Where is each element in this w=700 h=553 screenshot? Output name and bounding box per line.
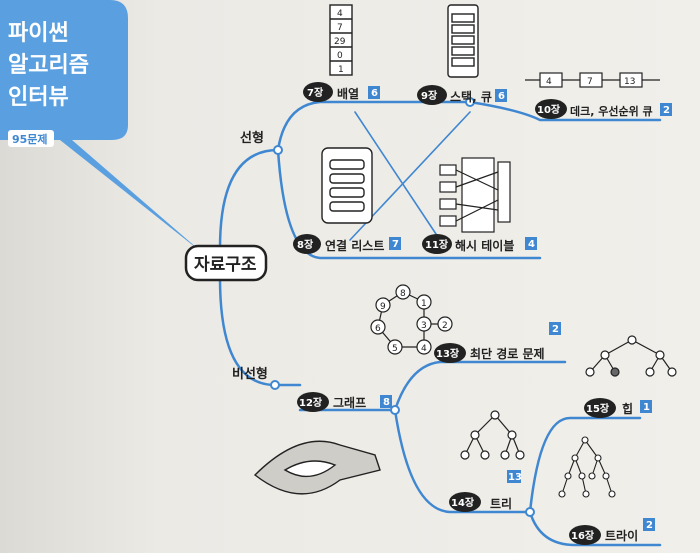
chapter-11-number: 11장 xyxy=(425,238,449,251)
chapter-16-node: 16장 트라이 2 xyxy=(569,518,655,545)
nonlinear-branch-label: 비선형 xyxy=(232,366,268,382)
graph-node-6: 5 xyxy=(392,344,398,354)
chapter-11-title: 해시 테이블 xyxy=(455,238,514,253)
array-illustration: 4 7 29 0 1 xyxy=(329,4,353,76)
array-cell-4: 1 xyxy=(338,65,344,75)
chapter-15-number: 15장 xyxy=(586,402,610,415)
chapter-10-node: 10장 데크, 우선순위 큐 2 xyxy=(535,99,672,119)
array-cell-1: 7 xyxy=(337,23,343,33)
deque-cell-2: 13 xyxy=(624,77,635,87)
chapter-8-number: 8장 xyxy=(297,238,314,251)
chapter-14-title: 트리 xyxy=(490,496,512,511)
book-title-line-1: 파이썬 xyxy=(8,21,69,46)
problem-count-tag: 95문제 xyxy=(12,132,48,146)
chapter-8-count: 7 xyxy=(392,239,399,250)
chapter-16-count: 2 xyxy=(646,520,653,531)
root-node: 자료구조 xyxy=(184,244,268,282)
chapter-15-title: 힙 xyxy=(622,401,633,416)
chapter-10-count: 2 xyxy=(663,105,670,116)
graph-node-4: 3 xyxy=(421,321,427,331)
chapter-15-node: 15장 힙 1 xyxy=(584,398,652,418)
chapter-9-title: 스택, 큐 xyxy=(450,89,492,104)
chapter-12-title: 그래프 xyxy=(333,395,366,410)
graph-node-2: 9 xyxy=(380,302,386,312)
linear-branch-label: 선형 xyxy=(240,130,264,146)
array-cell-3: 0 xyxy=(337,51,343,61)
deque-illustration: 4 7 13 xyxy=(525,72,660,88)
graph-node-7: 4 xyxy=(421,344,427,354)
chapter-14-count: 13 xyxy=(508,472,522,483)
chapter-7-count: 6 xyxy=(371,88,378,99)
stack-illustration xyxy=(447,4,479,78)
chapter-9-node: 9장 스택, 큐 6 xyxy=(417,85,507,105)
graph-node-3: 6 xyxy=(375,324,381,334)
book-title-line-3: 인터뷰 xyxy=(8,85,69,110)
junction-dots xyxy=(270,97,535,517)
root-label: 자료구조 xyxy=(194,255,257,275)
hash-table-illustration xyxy=(439,157,511,233)
book-title-line-2: 알고리즘 xyxy=(8,53,89,78)
graph-illustration: 8 1 9 6 3 2 5 4 xyxy=(370,284,453,355)
book-title-bubble: 파이썬 알고리즘 인터뷰 95문제 xyxy=(0,0,205,255)
chapter-10-title: 데크, 우선순위 큐 xyxy=(570,104,653,118)
graph-node-5: 2 xyxy=(442,321,448,331)
chapter-13-node: 13장 최단 경로 문제 2 xyxy=(434,322,561,363)
chapter-15-count: 1 xyxy=(643,402,650,413)
heap-illustration xyxy=(585,335,677,377)
deque-cell-1: 7 xyxy=(587,77,593,87)
bridges-illustration xyxy=(253,440,381,495)
graph-node-1: 1 xyxy=(421,299,427,309)
chapter-14-node: 14장 트리 13 xyxy=(449,470,522,512)
chapter-9-number: 9장 xyxy=(421,89,438,102)
chapter-11-count: 4 xyxy=(528,239,535,250)
chapter-9-count: 6 xyxy=(498,91,505,102)
chapter-7-number: 7장 xyxy=(307,86,324,99)
array-cell-0: 4 xyxy=(337,9,343,19)
trie-illustration xyxy=(558,436,616,498)
chapter-14-number: 14장 xyxy=(451,496,475,509)
chapter-16-number: 16장 xyxy=(571,529,595,542)
chapter-13-title: 최단 경로 문제 xyxy=(470,346,545,361)
chapter-13-count: 2 xyxy=(552,324,559,335)
chapter-8-node: 8장 연결 리스트 7 xyxy=(293,234,401,254)
chapter-7-title: 배열 xyxy=(337,86,359,101)
tree-illustration xyxy=(460,410,525,460)
chapter-10-number: 10장 xyxy=(537,103,561,116)
deque-cell-0: 4 xyxy=(546,77,552,87)
chapter-7-node: 7장 배열 6 xyxy=(303,82,380,102)
chapter-16-title: 트라이 xyxy=(605,528,638,543)
connector-lines xyxy=(218,100,662,547)
chapter-12-number: 12장 xyxy=(299,396,323,409)
chapter-13-number: 13장 xyxy=(436,347,460,360)
linked-list-illustration xyxy=(321,147,373,224)
chapter-12-count: 8 xyxy=(383,397,390,408)
chapter-8-title: 연결 리스트 xyxy=(325,238,384,253)
graph-node-0: 8 xyxy=(400,289,406,299)
array-cell-2: 29 xyxy=(334,37,346,47)
chapter-11-node: 11장 해시 테이블 4 xyxy=(422,234,537,254)
chapter-12-node: 12장 그래프 8 xyxy=(297,392,392,412)
